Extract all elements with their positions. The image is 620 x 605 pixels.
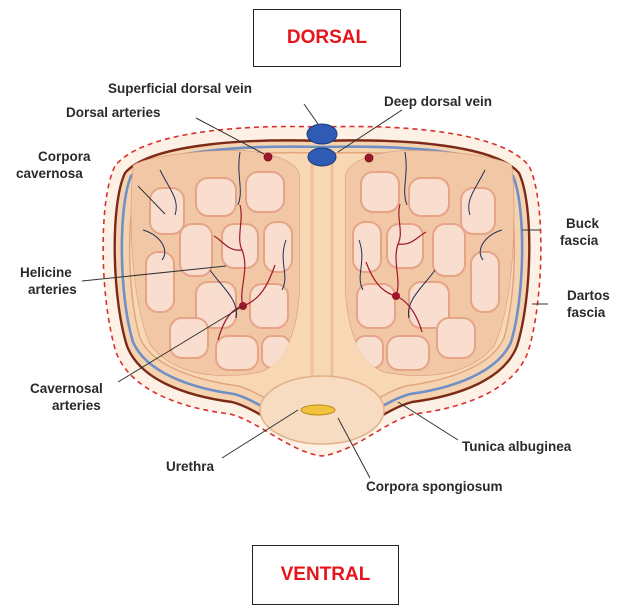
corpora-spongiosum-label: Corpora spongiosum [366,478,503,495]
superficial-dorsal-vein [307,124,337,144]
dartos-fascia-label-line2: fascia [567,304,605,321]
dartos-fascia-label-line1: Dartos [567,287,610,304]
right-dorsal-artery [365,154,373,162]
corpora-cavernosa-label-line1: Corpora [38,148,91,165]
helicine-arteries-label-line1: Helicine [20,264,72,281]
helicine-arteries-label-line2: arteries [28,281,77,298]
dorsal-arteries-label: Dorsal arteries [66,104,161,121]
corpora-cavernosa-label-line2: cavernosa [16,165,83,182]
buck-fascia-label-line2: fascia [560,232,598,249]
cavernosal-arteries-label-line1: Cavernosal [30,380,103,397]
left-dorsal-artery [264,153,272,161]
deep-dorsal-vein-label: Deep dorsal vein [384,93,492,110]
urethra-shape [301,405,335,415]
right-cavernosal-artery [392,292,400,300]
buck-fascia-label-line1: Buck [566,215,599,232]
left-corpus-cavernosum [131,150,300,376]
right-corpus-cavernosum [345,150,514,376]
urethra-label: Urethra [166,458,214,475]
tunica-albuginea-label: Tunica albuginea [462,438,571,455]
cavernosal-arteries-label-line2: arteries [52,397,101,414]
superficial-dorsal-vein-label: Superficial dorsal vein [108,80,252,97]
deep-dorsal-vein [308,148,336,166]
